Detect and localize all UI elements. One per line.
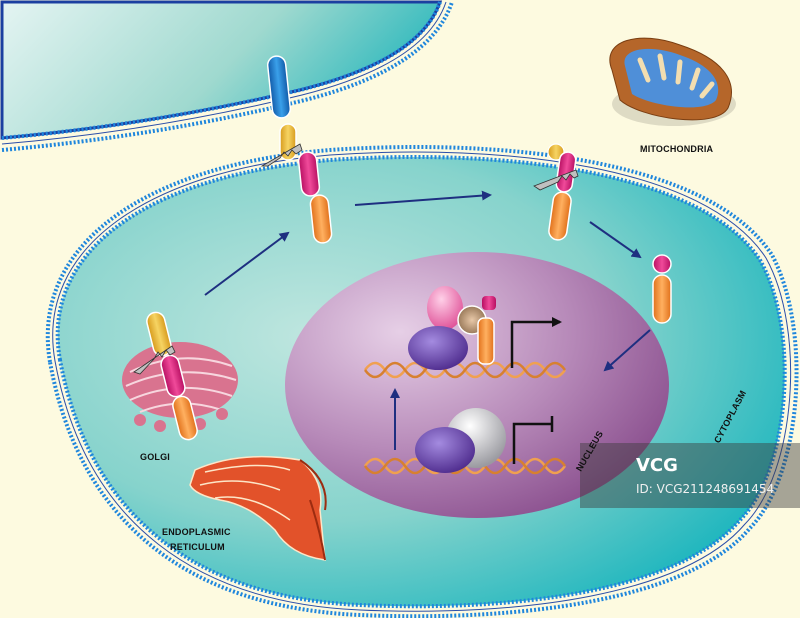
watermark-logo: VCG — [636, 455, 678, 476]
watermark-id: ID: VCG211248691454 — [636, 482, 775, 496]
arrow-to-released — [589, 221, 642, 259]
neighbor-cell — [0, 0, 454, 152]
scissors-icon — [133, 345, 176, 375]
pathway-arrows — [204, 190, 651, 450]
transcription-complex-active — [408, 286, 562, 370]
label-er-line1: ENDOPLASMIC — [162, 527, 231, 537]
mitochondria — [609, 37, 736, 126]
label-golgi: GOLGI — [140, 452, 170, 462]
dna-active — [363, 361, 567, 379]
endoplasmic-reticulum — [189, 455, 327, 561]
arrow-to-nucleus — [603, 329, 651, 372]
transcription-on-arrow — [510, 317, 562, 368]
label-er-line2: RETICULUM — [170, 542, 225, 552]
transcription-blocked-symbol — [512, 416, 554, 464]
watermark-band — [580, 443, 800, 508]
receptor-junction — [260, 55, 333, 244]
released-domain — [652, 254, 672, 324]
receptor-golgi — [133, 311, 198, 441]
arrow-golgi-to-membrane — [204, 231, 290, 296]
arrow-membrane-to-membrane — [354, 190, 492, 206]
nucleus — [285, 252, 669, 518]
scissors-icon — [260, 143, 303, 167]
receptor-membrane-right — [533, 143, 579, 241]
scissors-icon — [533, 169, 579, 191]
repressor-complex — [415, 408, 554, 473]
label-mitochondria: MITOCHONDRIA — [640, 144, 714, 154]
